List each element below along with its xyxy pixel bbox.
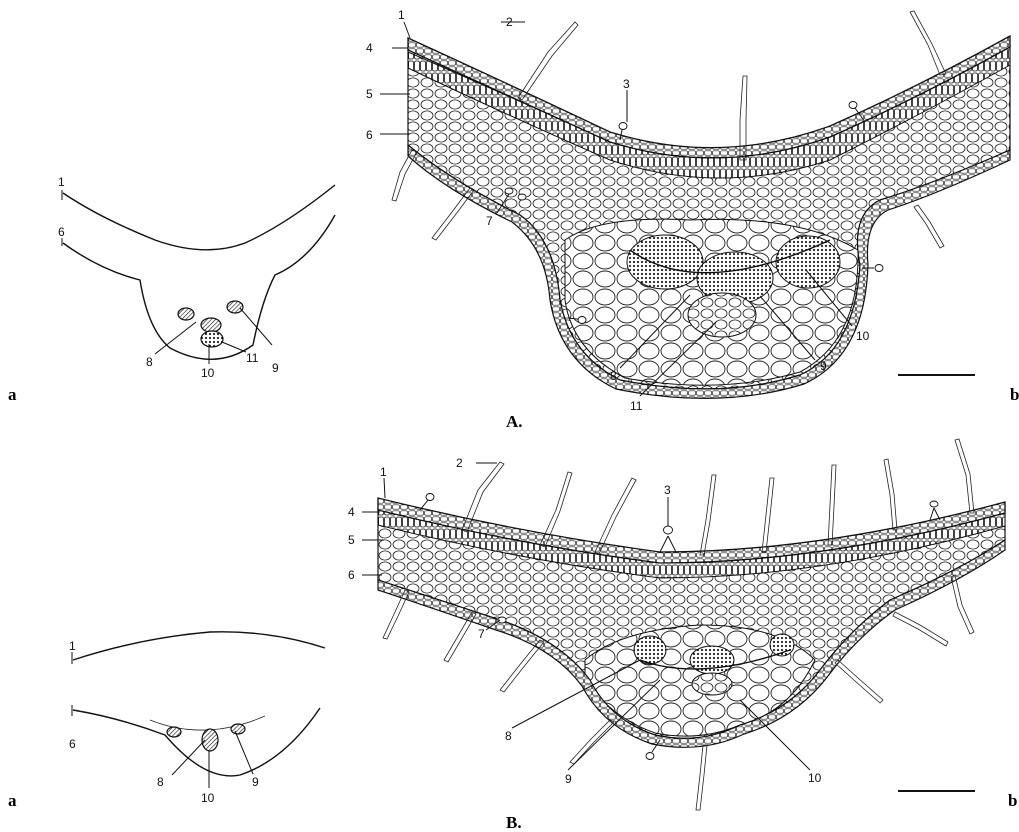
label-10: 10 (808, 771, 822, 785)
label-4: 4 (348, 505, 355, 519)
label-2: 2 (506, 15, 513, 29)
label-10: 10 (201, 366, 215, 380)
panel-a-detail: 1 2 3 4 5 6 7 8 9 10 11 (366, 8, 1010, 413)
panel-b-detail: 1 2 3 4 5 6 7 8 9 10 (348, 439, 1005, 810)
label-5: 5 (348, 533, 355, 547)
label-8: 8 (610, 369, 617, 383)
label-1: 1 (58, 175, 65, 189)
phloem-right (776, 236, 840, 288)
label-1: 1 (69, 639, 76, 653)
bundle-central-xylem (201, 318, 221, 332)
label-9: 9 (565, 772, 572, 786)
label-6: 6 (366, 128, 373, 142)
label-3: 3 (664, 483, 671, 497)
label-2: 2 (456, 456, 463, 470)
bundle-central-phloem (201, 331, 223, 347)
upper-epidermis-outline (73, 632, 325, 660)
lower-epidermis-outline (63, 215, 335, 359)
label-8: 8 (157, 775, 164, 789)
label-5: 5 (366, 87, 373, 101)
phloem-center (690, 646, 734, 674)
panel-a-sublabel-a: a (8, 385, 17, 404)
upper-epidermis-outline (63, 185, 335, 250)
label-11: 11 (246, 351, 259, 365)
label-9: 9 (272, 361, 279, 375)
panel-a-sublabel-b: b (1010, 385, 1019, 404)
phloem-left (634, 636, 666, 664)
xylem-center (692, 673, 732, 695)
xylem-center (688, 293, 756, 337)
label-1: 1 (398, 8, 405, 22)
label-9: 9 (820, 359, 827, 373)
label-3: 3 (623, 77, 630, 91)
label-11: 11 (630, 399, 643, 413)
label-10: 10 (201, 791, 215, 805)
label-1: 1 (380, 465, 387, 479)
lower-epidermis-outline (73, 708, 320, 776)
label-8: 8 (505, 729, 512, 743)
panel-b-caption: B. (506, 813, 522, 832)
panel-b-sublabel-b: b (1008, 791, 1017, 810)
bundle-right (227, 301, 243, 313)
label-6: 6 (348, 568, 355, 582)
label-9: 9 (252, 775, 259, 789)
label-7: 7 (486, 214, 493, 228)
label-6: 6 (69, 737, 76, 751)
bundle-left (178, 308, 194, 320)
bundle-right (231, 724, 245, 734)
panel-b-sublabel-a: a (8, 791, 17, 810)
panel-a-caption: A. (506, 412, 523, 431)
phloem-left (627, 235, 703, 289)
label-10: 10 (856, 329, 870, 343)
panel-a-schematic: 1 6 8 9 10 11 (58, 175, 335, 380)
bundle-left (167, 727, 181, 737)
label-4: 4 (366, 41, 373, 55)
panel-b-schematic: 1 6 8 10 9 (69, 632, 325, 805)
label-6: 6 (58, 225, 65, 239)
label-8: 8 (146, 355, 153, 369)
label-7: 7 (478, 627, 485, 641)
